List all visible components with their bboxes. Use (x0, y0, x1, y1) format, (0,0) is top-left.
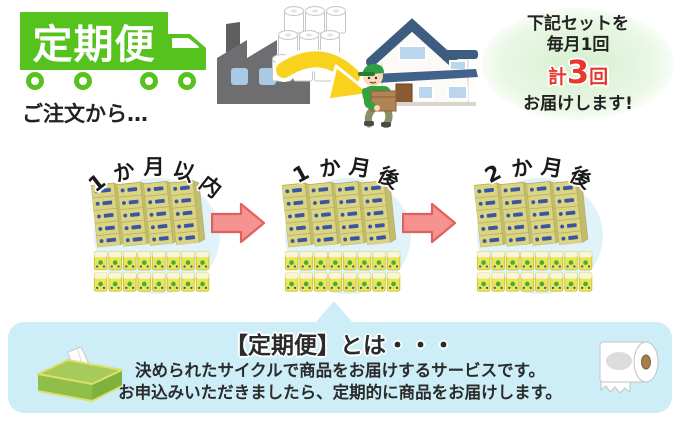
info-line-1: 決められたサイクルで商品をお届けするサービスです。 (134, 361, 546, 380)
truck-wheel-icon (74, 72, 92, 90)
promo-total-number: 3 (566, 52, 590, 91)
promo-bubble: 下記セットを 毎月1回 計3回 お届けします! (482, 8, 674, 120)
truck-wheel-icon (178, 72, 196, 90)
order-lead-text: ご注文から… (22, 102, 148, 126)
promo-bubble-background (482, 8, 674, 120)
promo-line-4: お届けします! (523, 93, 633, 114)
truck-wheel-icon (26, 72, 44, 90)
promo-total-suffix: 回 (589, 65, 609, 88)
yellow-curved-arrow-icon (276, 50, 373, 102)
house-icon (366, 18, 478, 106)
truck-icon: 定期便 (20, 10, 228, 92)
info-heading: 【定期便】とは・・・ (225, 333, 455, 359)
promo-total-prefix: 計 (547, 65, 567, 88)
tissue-box-icon (37, 346, 123, 402)
truck-wheel-icon (140, 72, 158, 90)
toilet-roll-icon (599, 341, 659, 394)
truck-cab-icon (168, 34, 206, 70)
arrow-right-icon (402, 202, 456, 244)
factory-icon (217, 22, 310, 104)
info-box: 【定期便】とは・・・ 決められたサイクルで商品をお届けするサービスです。 お申込… (8, 322, 672, 413)
badge-label: 定期便 (20, 12, 168, 70)
arrow-right-icon (211, 202, 265, 244)
promo-total-count: 計3回 (548, 56, 608, 94)
info-line-2: お申込みいただきましたら、定期的に商品をお届けします。 (118, 382, 562, 402)
promo-line-1: 下記セットを (527, 13, 629, 34)
promo-line-2: 毎月1回 (546, 34, 610, 55)
delivery-person-icon (358, 63, 397, 128)
